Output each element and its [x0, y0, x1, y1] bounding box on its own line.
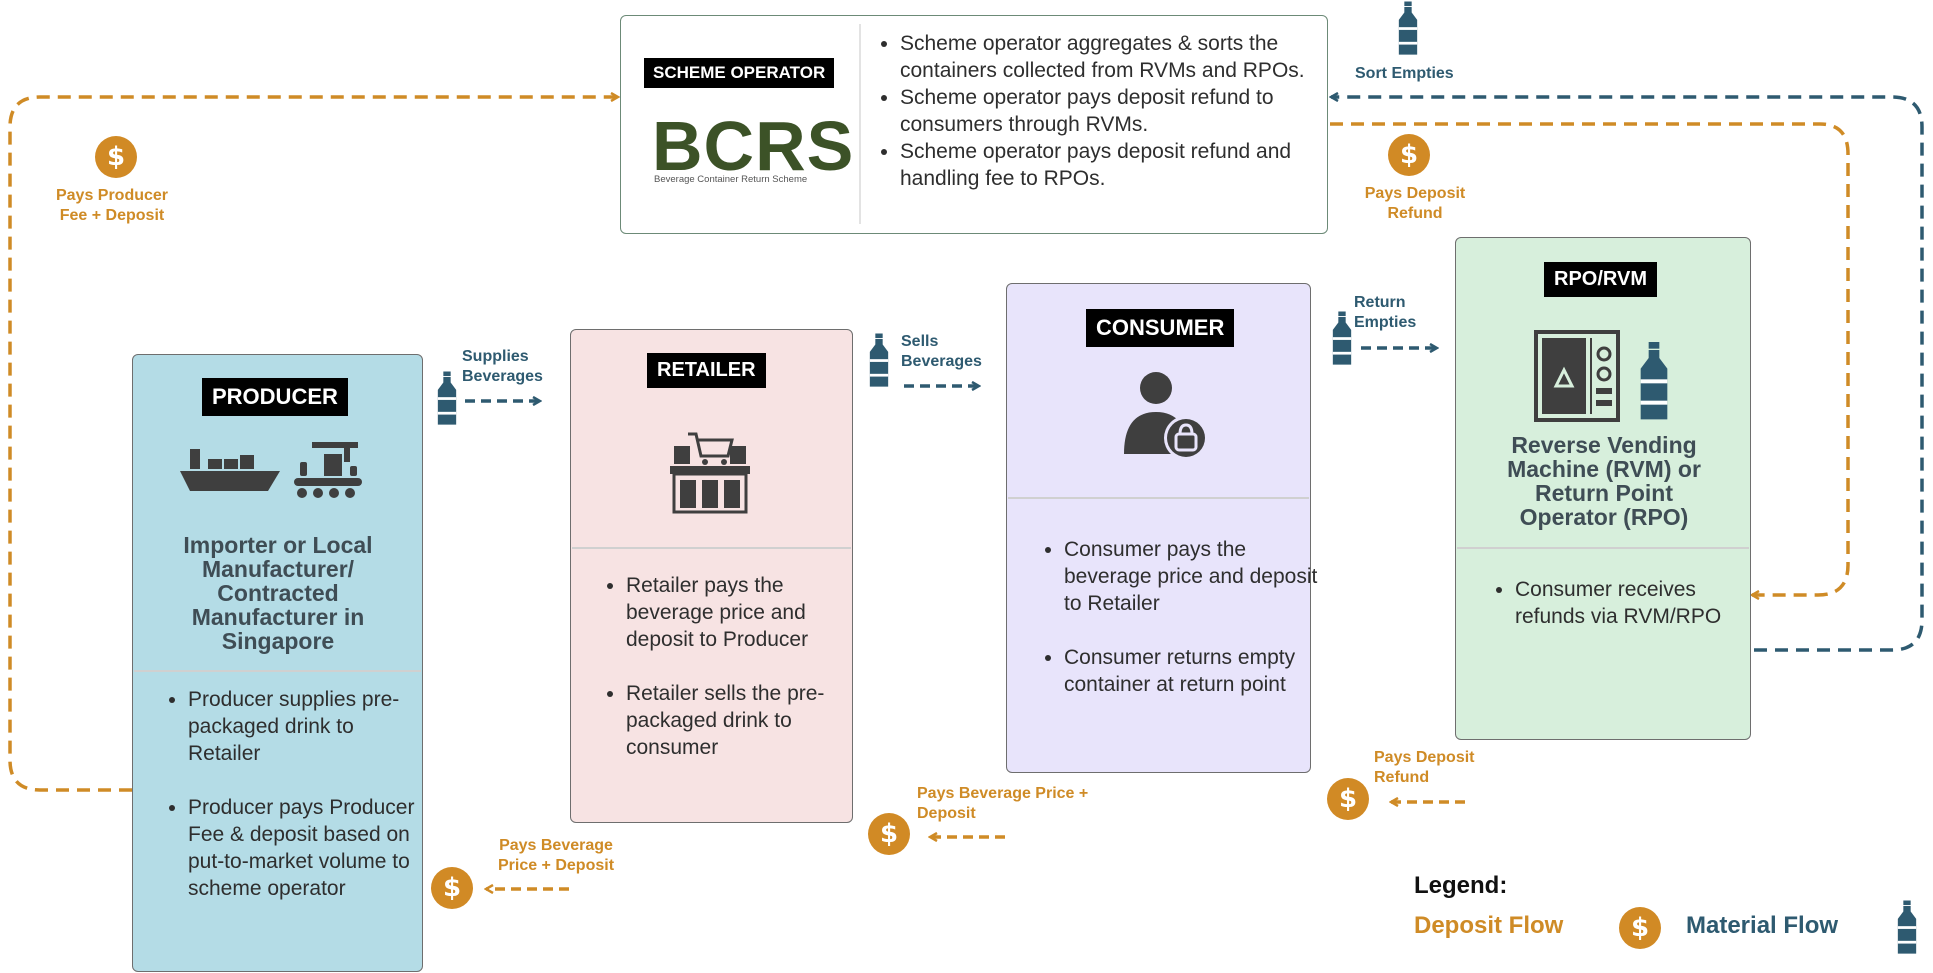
label-pays-bev-price-consumer: Pays Beverage Price + Deposit: [917, 785, 1089, 822]
consumer-badge: CONSUMER: [1086, 309, 1235, 347]
consumer-bullets: Consumer pays the beverage price and dep…: [1036, 536, 1324, 698]
flow-rpo-to-scheme: [1331, 97, 1924, 652]
rpo-bottle-icon: [1640, 342, 1668, 420]
dollar-coin-icon: $: [1619, 907, 1661, 949]
factory-conveyor-icon: [294, 442, 362, 498]
scheme-operator-badge: SCHEME OPERATOR: [644, 58, 835, 88]
retailer-bullets: Retailer pays the beverage price and dep…: [598, 572, 862, 761]
consumer-bullet: Consumer pays the beverage price and dep…: [1064, 536, 1324, 617]
producer-badge: PRODUCER: [202, 378, 348, 416]
rpo-bullets: Consumer receives refunds via RVM/RPO: [1487, 576, 1755, 630]
label-pays-producer-fee: Pays Producer Fee + Deposit: [55, 187, 169, 224]
legend-material-label: Material Flow: [1686, 912, 1839, 939]
rpo-bullet: Consumer receives refunds via RVM/RPO: [1515, 576, 1755, 630]
retailer-box: [570, 329, 853, 823]
scheme-divider: [859, 24, 861, 224]
producer-divider: [134, 670, 421, 672]
retailer-bullet: Retailer pays the beverage price and dep…: [626, 572, 862, 653]
producer-bullets: Producer supplies pre-packaged drink to …: [160, 686, 428, 902]
rpo-box: [1455, 237, 1751, 740]
scheme-bullet: Scheme operator pays deposit refund to c…: [900, 84, 1340, 138]
store-cart-icon: [670, 432, 750, 514]
retailer-divider: [572, 547, 851, 549]
dollar-coin-icon: $: [1388, 134, 1430, 176]
retailer-bullet: Retailer sells the pre-packaged drink to…: [626, 680, 862, 761]
consumer-box: [1006, 283, 1311, 773]
consumer-shopping-bag-icon: [1124, 372, 1208, 460]
rpo-title: Reverse Vending Machine (RVM) or Return …: [1507, 432, 1701, 530]
label-sells-beverages: Sells Beverages: [901, 333, 982, 370]
label-return-empties: Return Empties: [1354, 294, 1417, 331]
label-sort-empties: Sort Empties: [1355, 65, 1454, 82]
bottle-icon: [1332, 311, 1352, 365]
retailer-badge: RETAILER: [647, 353, 766, 388]
producer-bullet: Producer pays Producer Fee & deposit bas…: [188, 794, 428, 902]
label-supplies-beverages: Supplies Beverages: [462, 348, 543, 385]
producer-box: [132, 354, 423, 972]
recycling-machine-icon: [1534, 330, 1620, 422]
scheme-bullets: Scheme operator aggregates & sorts the c…: [872, 30, 1340, 192]
scheme-operator-box: [620, 15, 1328, 234]
consumer-bullet: Consumer returns empty container at retu…: [1064, 644, 1324, 698]
label-pays-deposit-refund-top: Pays Deposit Refund: [1364, 185, 1466, 222]
dollar-coin-icon: $: [1327, 778, 1369, 820]
bottle-icon: [437, 371, 457, 425]
consumer-divider: [1008, 497, 1309, 499]
scheme-bullet: Scheme operator pays deposit refund and …: [900, 138, 1340, 192]
scheme-bullet: Scheme operator aggregates & sorts the c…: [900, 30, 1340, 84]
flow-producer-to-scheme: [8, 97, 618, 792]
label-pays-bev-price-retailer: Pays Beverage Price + Deposit: [497, 837, 615, 874]
legend-deposit-label: Deposit Flow: [1414, 912, 1564, 939]
bottle-icon: [869, 333, 889, 387]
label-pays-deposit-refund-bottom: Pays Deposit Refund: [1374, 749, 1475, 786]
bottle-icon: [1897, 900, 1917, 954]
bottle-icon: [1398, 1, 1418, 55]
producer-title: Importer or Local Manufacturer/ Contract…: [183, 532, 373, 654]
rpo-divider: [1457, 547, 1749, 549]
bcrs-logo: BCRS: [652, 107, 855, 185]
dollar-coin-icon: $: [431, 867, 473, 909]
bcrs-logo-subtitle: Beverage Container Return Scheme: [654, 174, 808, 185]
flow-scheme-to-rpo: [1330, 122, 1850, 595]
cargo-ship-icon: [180, 449, 280, 491]
producer-bullet: Producer supplies pre-packaged drink to …: [188, 686, 428, 767]
dollar-coin-icon: $: [95, 136, 137, 178]
dollar-coin-icon: $: [868, 813, 910, 855]
legend-title: Legend:: [1414, 872, 1508, 899]
rpo-badge: RPO/RVM: [1544, 262, 1657, 297]
